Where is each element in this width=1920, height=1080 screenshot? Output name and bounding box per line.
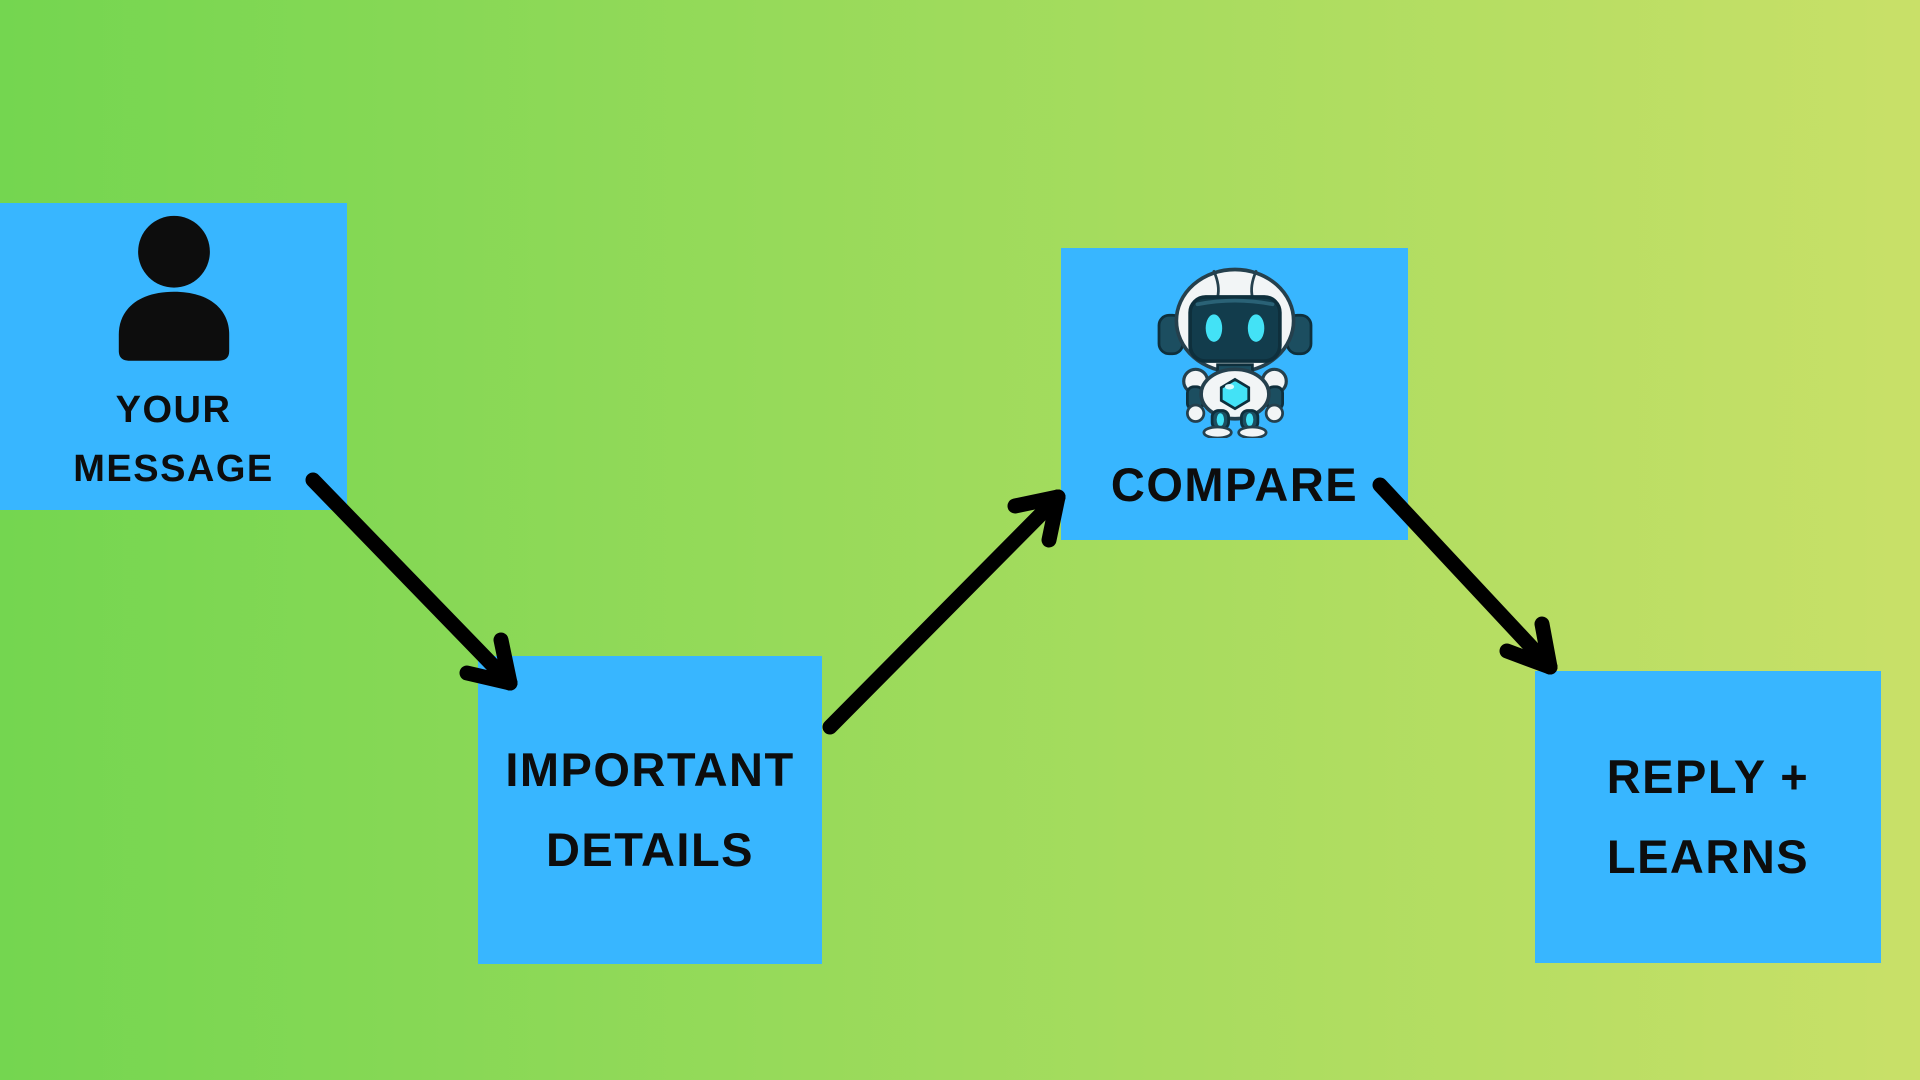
- step-box-your-message: YOUR MESSAGE: [0, 203, 347, 510]
- arrow-2-icon: [822, 489, 1066, 735]
- step-box-important-details: IMPORTANT DETAILS: [478, 656, 822, 964]
- step-label-line: REPLY +: [1606, 750, 1810, 803]
- step-label-line: LEARNS: [1606, 830, 1810, 883]
- step-label-line: DETAILS: [545, 823, 755, 876]
- user-icon: [105, 214, 243, 369]
- step-label-line: YOUR: [115, 389, 232, 431]
- step-box-compare: COMPARE: [1061, 248, 1408, 540]
- robot-icon: [1157, 264, 1313, 443]
- step-label-line: MESSAGE: [73, 448, 274, 490]
- step-label-line: COMPARE: [1110, 457, 1359, 511]
- step-label-line: IMPORTANT: [505, 743, 795, 796]
- arrow-1-icon: [305, 472, 518, 691]
- step-box-reply-learns: REPLY + LEARNS: [1535, 671, 1881, 963]
